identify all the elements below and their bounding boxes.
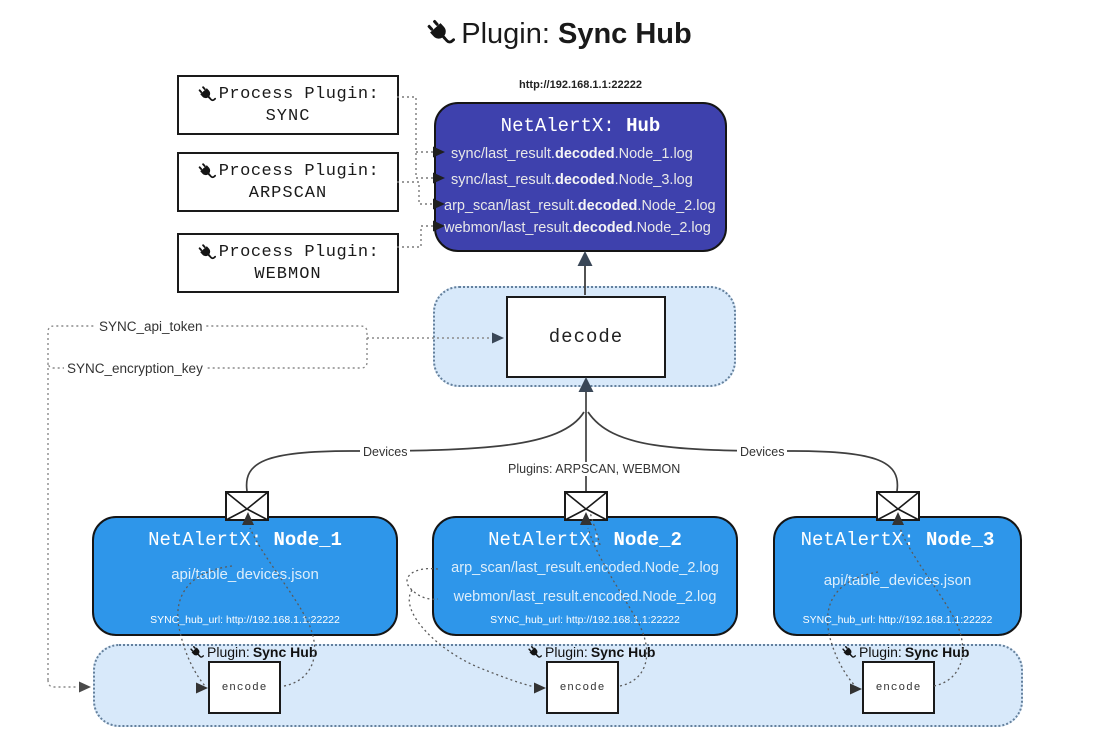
encoder-plugin-label: Plugin: Sync Hub: [189, 644, 317, 660]
node-title-bold: Node_3: [926, 529, 995, 551]
devices-label-right: Devices: [737, 445, 788, 459]
process-plugin-label: Process Plugin:: [218, 242, 380, 262]
node-file-line: api/table_devices.json: [823, 572, 972, 589]
sync-api-token-label: SYNC_api_token: [96, 319, 206, 334]
node-hub-url: SYNC_hub_url: http://192.168.1.1:22222: [490, 614, 680, 626]
hub-log-line: sync/last_result.decoded.Node_1.log: [451, 146, 693, 162]
process-plugin-arpscan: Process Plugin: ARPSCAN: [177, 152, 399, 212]
plugins-label: Plugins: ARPSCAN, WEBMON: [505, 462, 684, 476]
plug-icon: [841, 644, 856, 660]
plug-icon: [196, 161, 216, 181]
sync-encryption-key-label: SYNC_encryption_key: [64, 361, 206, 376]
process-plugin-webmon: Process Plugin: WEBMON: [177, 233, 399, 293]
hub-log-line: arp_scan/last_result.decoded.Node_2.log: [444, 198, 716, 214]
node-title-bold: Node_2: [613, 529, 682, 551]
node-file-line: api/table_devices.json: [171, 566, 319, 583]
netalertx-hub: NetAlertX: Hub sync/last_result.decoded.…: [434, 102, 727, 252]
netalertx-node-3: NetAlertX: Node_3 api/table_devices.json…: [773, 516, 1022, 636]
node-file-line: webmon/last_result.encoded.Node_2.log: [453, 589, 717, 605]
envelope-icon: [225, 491, 269, 521]
node-hub-url: SYNC_hub_url: http://192.168.1.1:22222: [802, 614, 993, 626]
process-plugin-sync: Process Plugin: SYNC: [177, 75, 399, 135]
process-plugin-label: Process Plugin:: [218, 161, 380, 181]
node-title-prefix: NetAlertX:: [148, 529, 274, 551]
node-hub-url: SYNC_hub_url: http://192.168.1.1:22222: [150, 614, 340, 626]
node-title-bold: Node_1: [273, 529, 342, 551]
envelope-icon: [564, 491, 608, 521]
encoder-plugin-label: Plugin: Sync Hub: [841, 644, 969, 660]
encode-box: encode: [546, 661, 619, 714]
process-plugin-name: WEBMON: [254, 264, 322, 284]
plug-icon: [196, 242, 216, 262]
page-title-bold: Sync Hub: [557, 18, 692, 50]
process-plugin-name: SYNC: [265, 106, 311, 126]
hub-log-line: webmon/last_result.decoded.Node_2.log: [444, 220, 711, 236]
node-title-prefix: NetAlertX:: [800, 529, 926, 551]
plug-icon: [196, 84, 216, 104]
hub-title-bold: Hub: [626, 115, 661, 137]
envelope-icon: [876, 491, 920, 521]
hub-title-prefix: NetAlertX:: [500, 115, 627, 137]
hub-url: http://192.168.1.1:22222: [519, 79, 642, 91]
page-title-prefix: Plugin:: [461, 18, 558, 50]
netalertx-node-2: NetAlertX: Node_2 arp_scan/last_result.e…: [432, 516, 738, 636]
node-title-prefix: NetAlertX:: [488, 529, 614, 551]
plug-icon: [527, 644, 542, 660]
devices-label-left: Devices: [360, 445, 411, 459]
page-title: Plugin: Sync Hub: [0, 16, 1117, 51]
encode-box: encode: [862, 661, 935, 714]
encode-box: encode: [208, 661, 281, 714]
process-plugin-name: ARPSCAN: [248, 183, 328, 203]
decode-box: decode: [506, 296, 666, 378]
hub-title: NetAlertX: Hub: [436, 115, 725, 137]
plug-icon: [189, 644, 204, 660]
process-plugin-label: Process Plugin:: [218, 84, 380, 104]
hub-log-line: sync/last_result.decoded.Node_3.log: [451, 172, 693, 188]
netalertx-node-1: NetAlertX: Node_1 api/table_devices.json…: [92, 516, 398, 636]
plug-icon: [424, 16, 457, 50]
node-file-line: arp_scan/last_result.encoded.Node_2.log: [451, 560, 719, 576]
encoder-plugin-label: Plugin: Sync Hub: [527, 644, 655, 660]
